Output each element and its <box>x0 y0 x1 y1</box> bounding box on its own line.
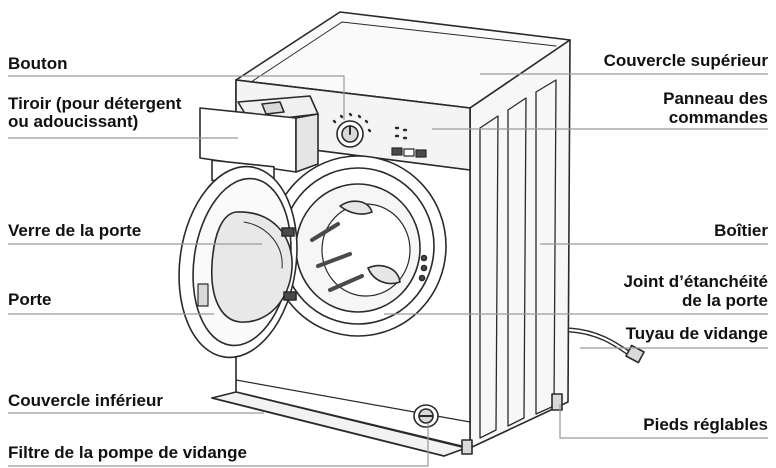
label-joint-line2: de la porte <box>682 291 768 310</box>
porthole <box>269 155 447 337</box>
label-porte: Porte <box>8 290 52 309</box>
leader-pieds <box>559 404 768 439</box>
feet <box>461 393 563 455</box>
panel-buttons <box>391 147 427 158</box>
drain-hose <box>567 327 645 364</box>
label-tuyau: Tuyau de vidange <box>625 324 768 343</box>
label-filtre: Filtre de la pompe de vidange <box>8 443 247 462</box>
label-pieds: Pieds réglables <box>643 415 768 434</box>
label-panneau-line1: Panneau des <box>663 89 768 108</box>
label-tiroir-line2: ou adoucissant) <box>8 112 139 131</box>
leader-filtre <box>8 424 429 467</box>
label-tiroir-line1: Tiroir (pour détergent <box>8 94 182 113</box>
label-boitier: Boîtier <box>714 221 768 240</box>
open-door <box>178 165 298 359</box>
knob-drawing <box>332 112 372 148</box>
pump-filter <box>413 404 439 428</box>
leader-lines <box>8 73 768 467</box>
label-panneau-line2: commandes <box>668 108 768 127</box>
panel-indicators <box>394 126 408 140</box>
label-couvercle-inferieur: Couvercle inférieur <box>8 391 163 410</box>
label-couvercle-superieur: Couvercle supérieur <box>603 51 768 70</box>
label-verre: Verre de la porte <box>8 221 142 240</box>
leader-bouton <box>8 75 345 120</box>
label-bouton: Bouton <box>8 54 68 73</box>
label-joint-line1: Joint d’étanchéité <box>623 272 768 291</box>
